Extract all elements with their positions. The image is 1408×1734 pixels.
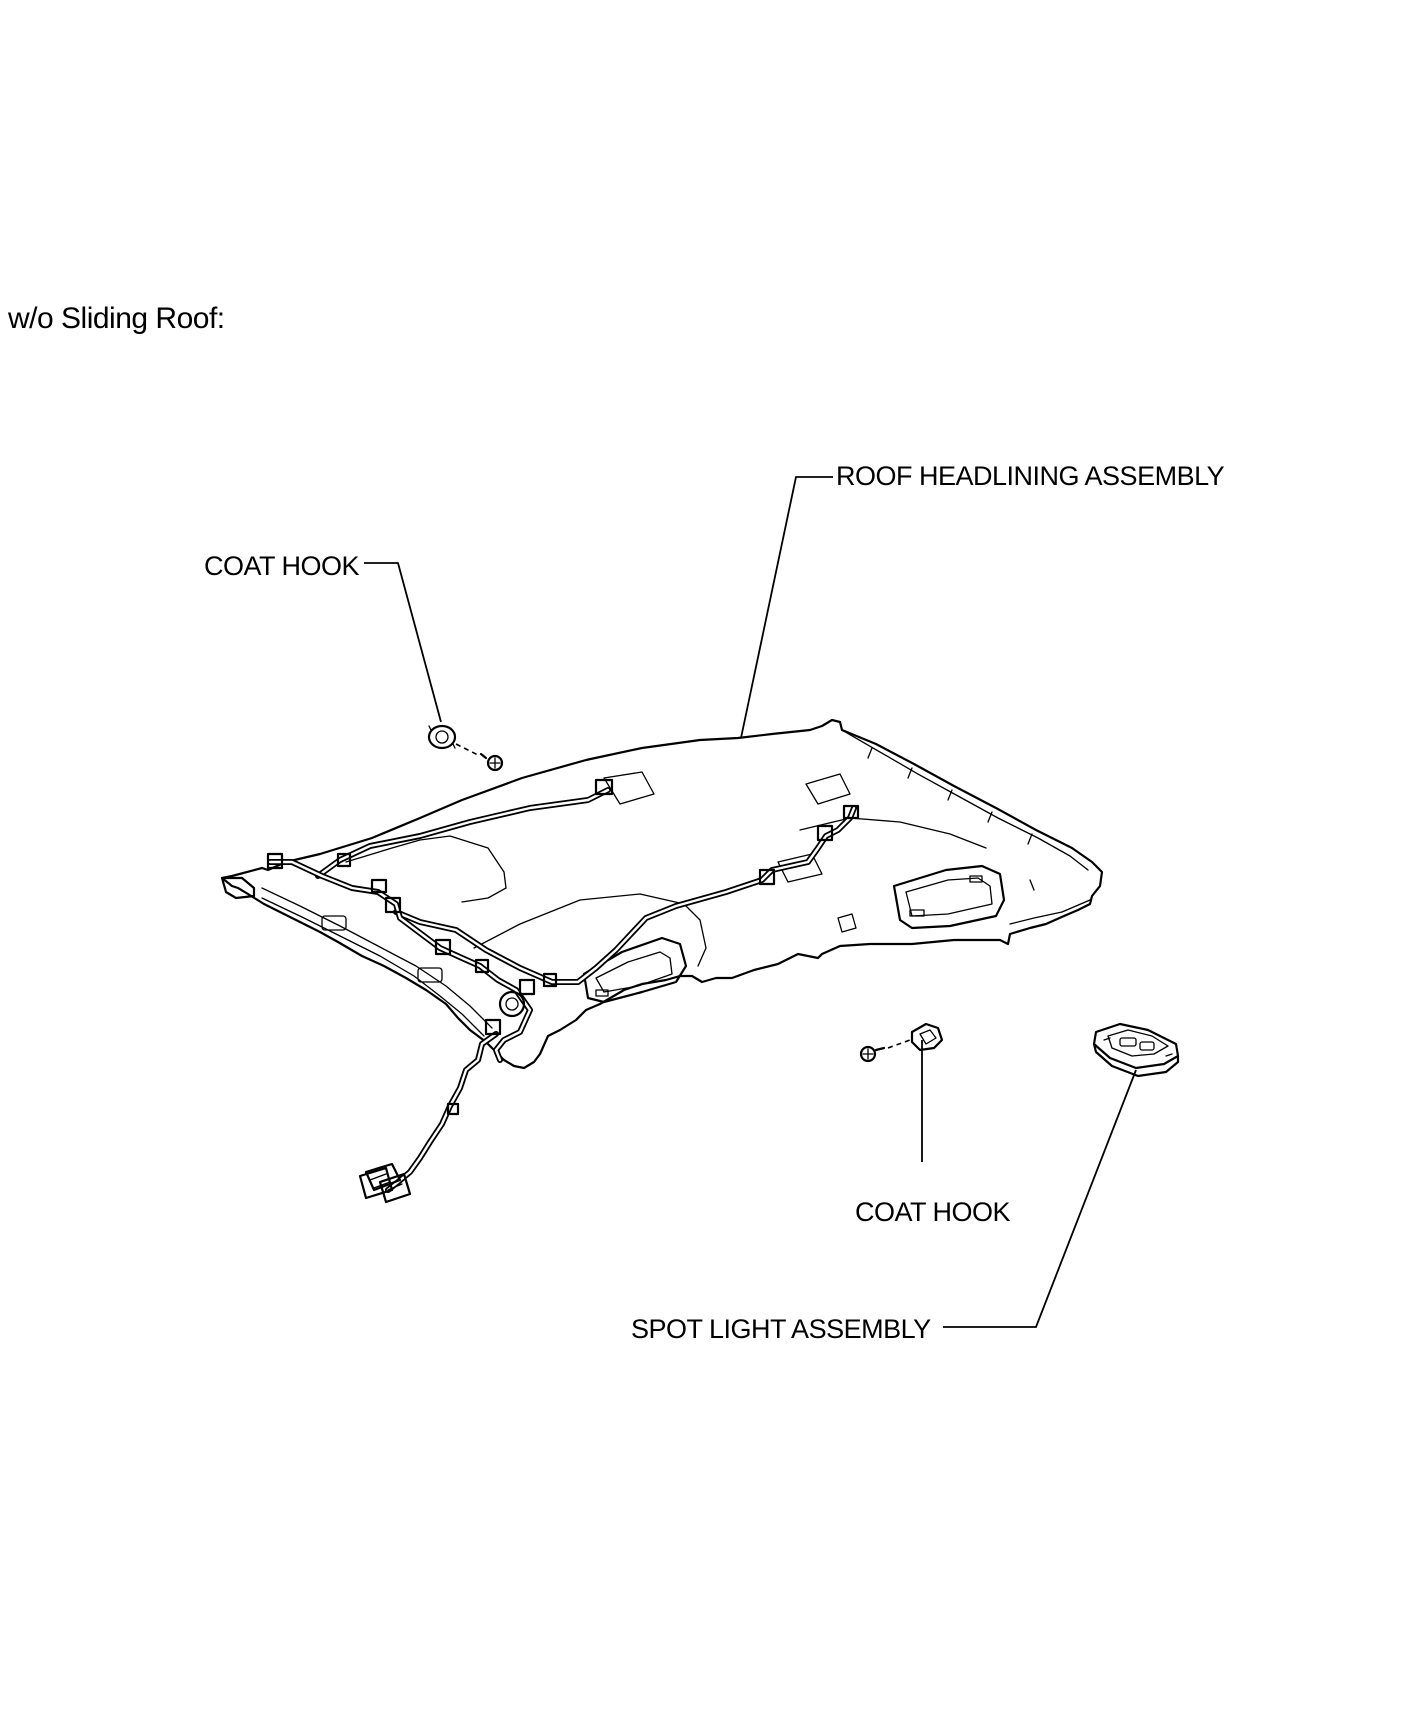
harness-end-connectors	[358, 1162, 412, 1204]
front-rim-fold	[261, 887, 493, 1029]
coat-hook-right-part	[910, 1022, 944, 1052]
coat-hook-right-screw	[859, 1045, 886, 1063]
side-rim-line	[841, 729, 1089, 871]
front-flap	[220, 876, 256, 900]
rear-contour	[799, 817, 987, 849]
coat-hook-left-screw	[479, 752, 504, 772]
coat-hook-left-label: COAT HOOK	[204, 551, 360, 581]
visor-recess-left	[582, 936, 688, 1004]
harness-clamps	[266, 778, 860, 1116]
leader-coat-hook-left	[364, 562, 442, 723]
front-rim-fold-2	[261, 897, 485, 1037]
grab-handle-pocket	[837, 913, 857, 933]
front-clip-center	[417, 967, 443, 983]
coat-hook-right-dash	[887, 1039, 911, 1049]
map-light-opening	[603, 771, 655, 805]
wire-harness	[266, 778, 860, 1204]
leader-spot-light	[943, 1069, 1137, 1328]
spot-light-part	[1092, 1022, 1180, 1078]
coat-hook-left-dash	[455, 743, 481, 757]
rear-light-opening	[777, 853, 823, 883]
roof-headlining-label: ROOF HEADLINING ASSEMBLY	[836, 461, 1225, 491]
front-clip-left	[321, 915, 347, 931]
visor-recess-right	[892, 864, 1006, 930]
roof-headlining-panel	[220, 718, 1104, 1070]
coat-hook-left-part	[427, 724, 457, 750]
dome-light-opening	[805, 773, 851, 805]
rear-rim-line	[1009, 899, 1091, 925]
panel-outline	[220, 718, 1104, 1070]
front-contour	[345, 835, 507, 903]
leader-lines	[364, 476, 1137, 1328]
center-contour	[473, 893, 707, 967]
trim-ticks	[867, 747, 1035, 891]
harness-round-connector	[498, 990, 526, 1018]
leader-roof-headlining	[740, 476, 833, 739]
section-caption: w/o Sliding Roof:	[8, 302, 225, 335]
spot-light-label: SPOT LIGHT ASSEMBLY	[631, 1314, 931, 1344]
coat-hook-right-label: COAT HOOK	[855, 1197, 1011, 1227]
